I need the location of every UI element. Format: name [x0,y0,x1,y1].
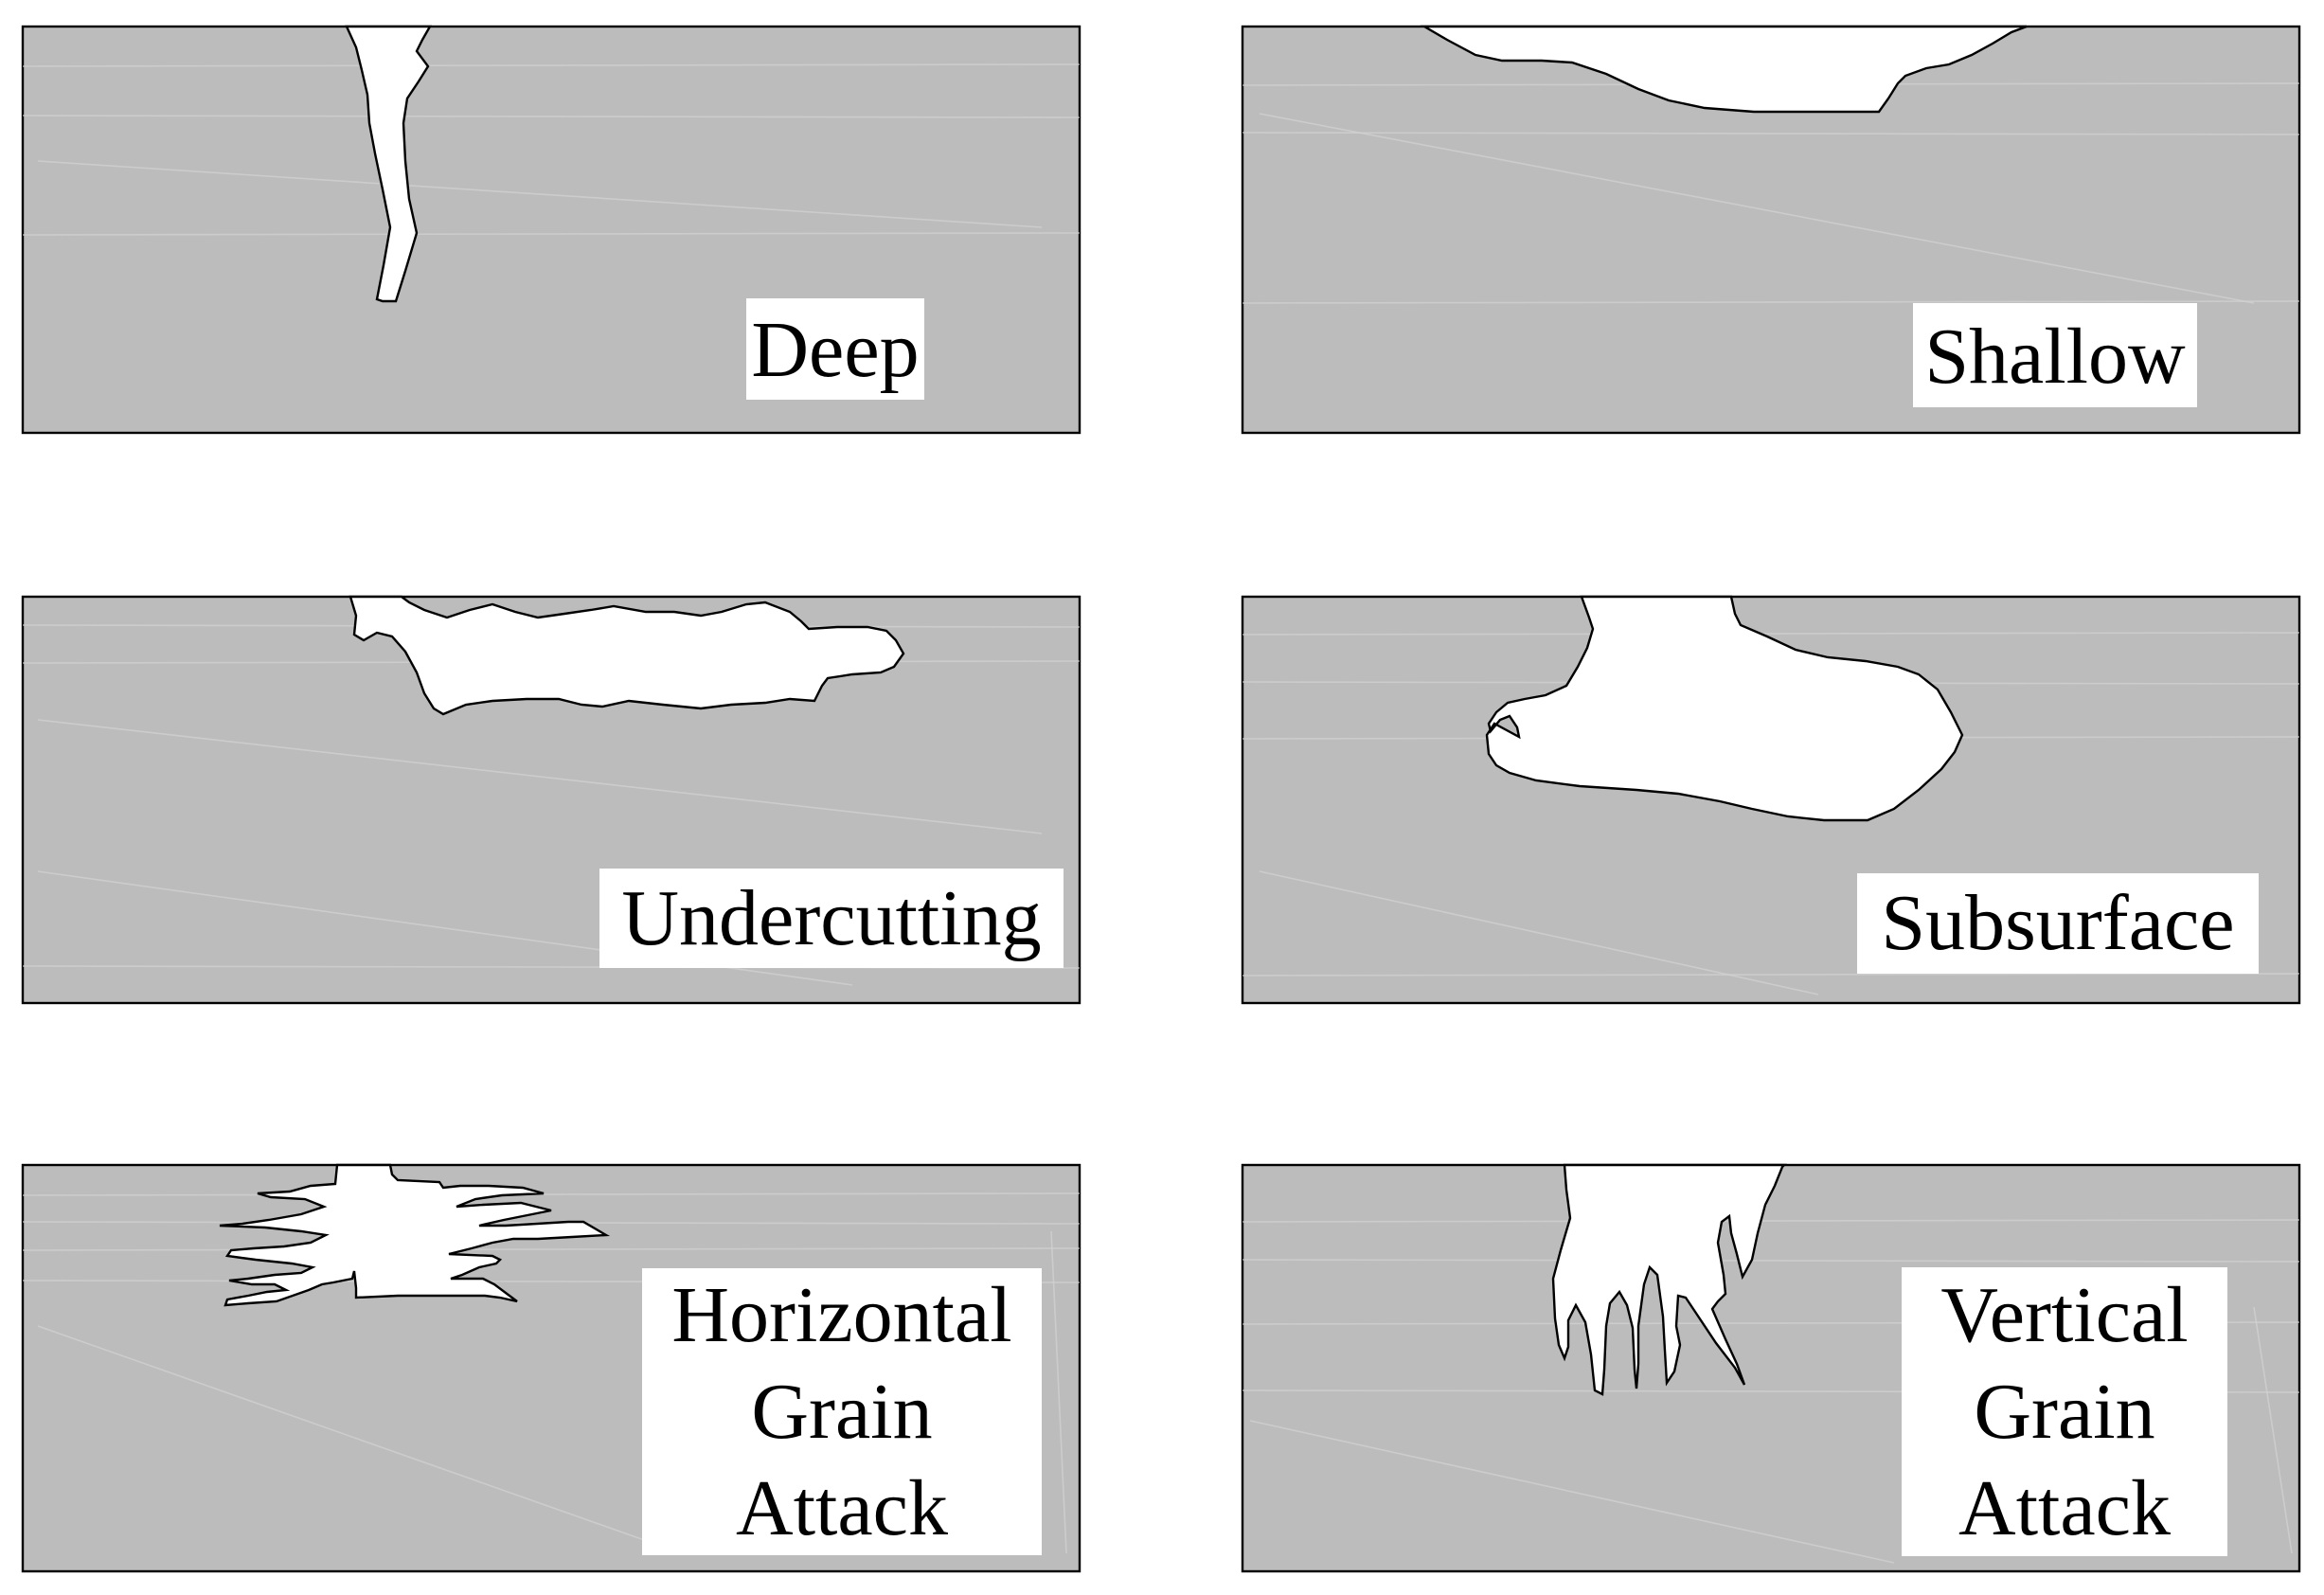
panel-deep: Deep [21,25,1082,435]
panel-label-line-2: Grain [1974,1368,2154,1456]
panel-label: Deep [751,306,919,394]
shallow-pit [1420,25,2028,114]
label-box [1857,873,2259,974]
panel-horizontal-grain-attack: Horizontal Grain Attack [21,1163,1082,1573]
label-box [599,869,1064,968]
panel-undercutting: Undercutting [21,595,1082,1005]
label-box [1902,1267,2227,1556]
undercutting-pit [349,595,905,716]
label-box [1913,303,2197,407]
panel-label-line-3: Attack [1958,1464,2171,1552]
horizontal-grain-pit [219,1163,611,1307]
panel-label: Undercutting [621,874,1041,962]
panel-subsurface: Subsurface [1241,595,2301,1005]
panel-vertical-grain-attack: Vertical Grain Attack [1241,1163,2301,1573]
panel-label-line-3: Attack [736,1464,948,1552]
panel-label-line-1: Vertical [1940,1271,2188,1359]
panel-label-line-1: Horizontal [671,1271,1011,1359]
panel-label: Subsurface [1881,879,2234,967]
grain-streaks [22,63,1081,236]
subsurface-cavity [1485,595,1964,822]
label-box [642,1268,1042,1555]
panel-label: Shallow [1924,313,2186,401]
deep-pit [345,25,433,303]
panel-label-line-2: Grain [751,1368,932,1456]
panel-shallow: Shallow [1241,25,2301,435]
label-box [746,298,924,400]
vertical-grain-pit [1551,1163,1787,1396]
